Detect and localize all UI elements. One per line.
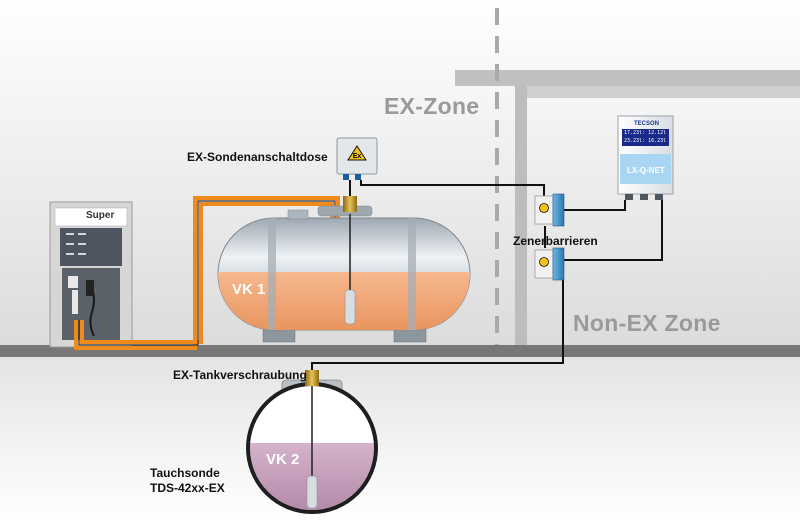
signal-cables — [311, 180, 663, 372]
device-brand: TECSON — [634, 121, 660, 127]
ex-mark: Ex — [353, 153, 362, 160]
tank-vk1-label: VK 1 — [232, 281, 266, 298]
probe-label-line2: TDS-42xx-EX — [150, 481, 225, 495]
tank-vk1 — [217, 196, 471, 343]
tank-vk2 — [246, 370, 378, 514]
roof-pillar — [515, 86, 527, 348]
tank-fitting-vk2 — [305, 370, 319, 386]
probe-vk2 — [306, 475, 318, 509]
pump-nozzle — [86, 280, 94, 296]
tank-vk2-label: VK 2 — [266, 451, 300, 468]
ground-line — [0, 345, 800, 357]
junction-box-label: EX-Sondenanschaltdose — [187, 150, 328, 164]
probe-label-line1: Tauchsonde — [150, 466, 220, 480]
ex-zone-label: EX-Zone — [384, 93, 480, 119]
ex-junction-box: Ex — [336, 137, 378, 180]
ex-warning-icon — [347, 145, 367, 161]
device-screen — [622, 129, 669, 146]
lx-q-net-device — [617, 115, 674, 200]
pump-label: Super — [86, 210, 115, 221]
tank-fitting-label: EX-Tankverschraubung — [173, 368, 307, 382]
device-label-panel — [620, 154, 671, 184]
tank-fitting-vk1 — [343, 196, 357, 212]
fuel-pump — [49, 201, 133, 348]
roof-beam-lower — [520, 86, 800, 98]
device-name: LX-Q-NET — [627, 166, 665, 175]
zener-barriers-label: Zenerbarrieren — [513, 234, 598, 248]
below-ground-area — [0, 357, 800, 521]
zener-barrier-2 — [534, 247, 565, 281]
device-screen-line2: 23.23l: 16.23l — [624, 138, 667, 144]
tank-vk1-liquid — [218, 272, 470, 330]
non-ex-zone-label: Non-EX Zone — [573, 310, 721, 336]
zener-barrier-1 — [534, 193, 565, 227]
device-screen-line1: 17.23l: 12.12l — [624, 130, 667, 136]
roof-beam — [455, 70, 800, 86]
probe-vk1 — [344, 289, 356, 325]
